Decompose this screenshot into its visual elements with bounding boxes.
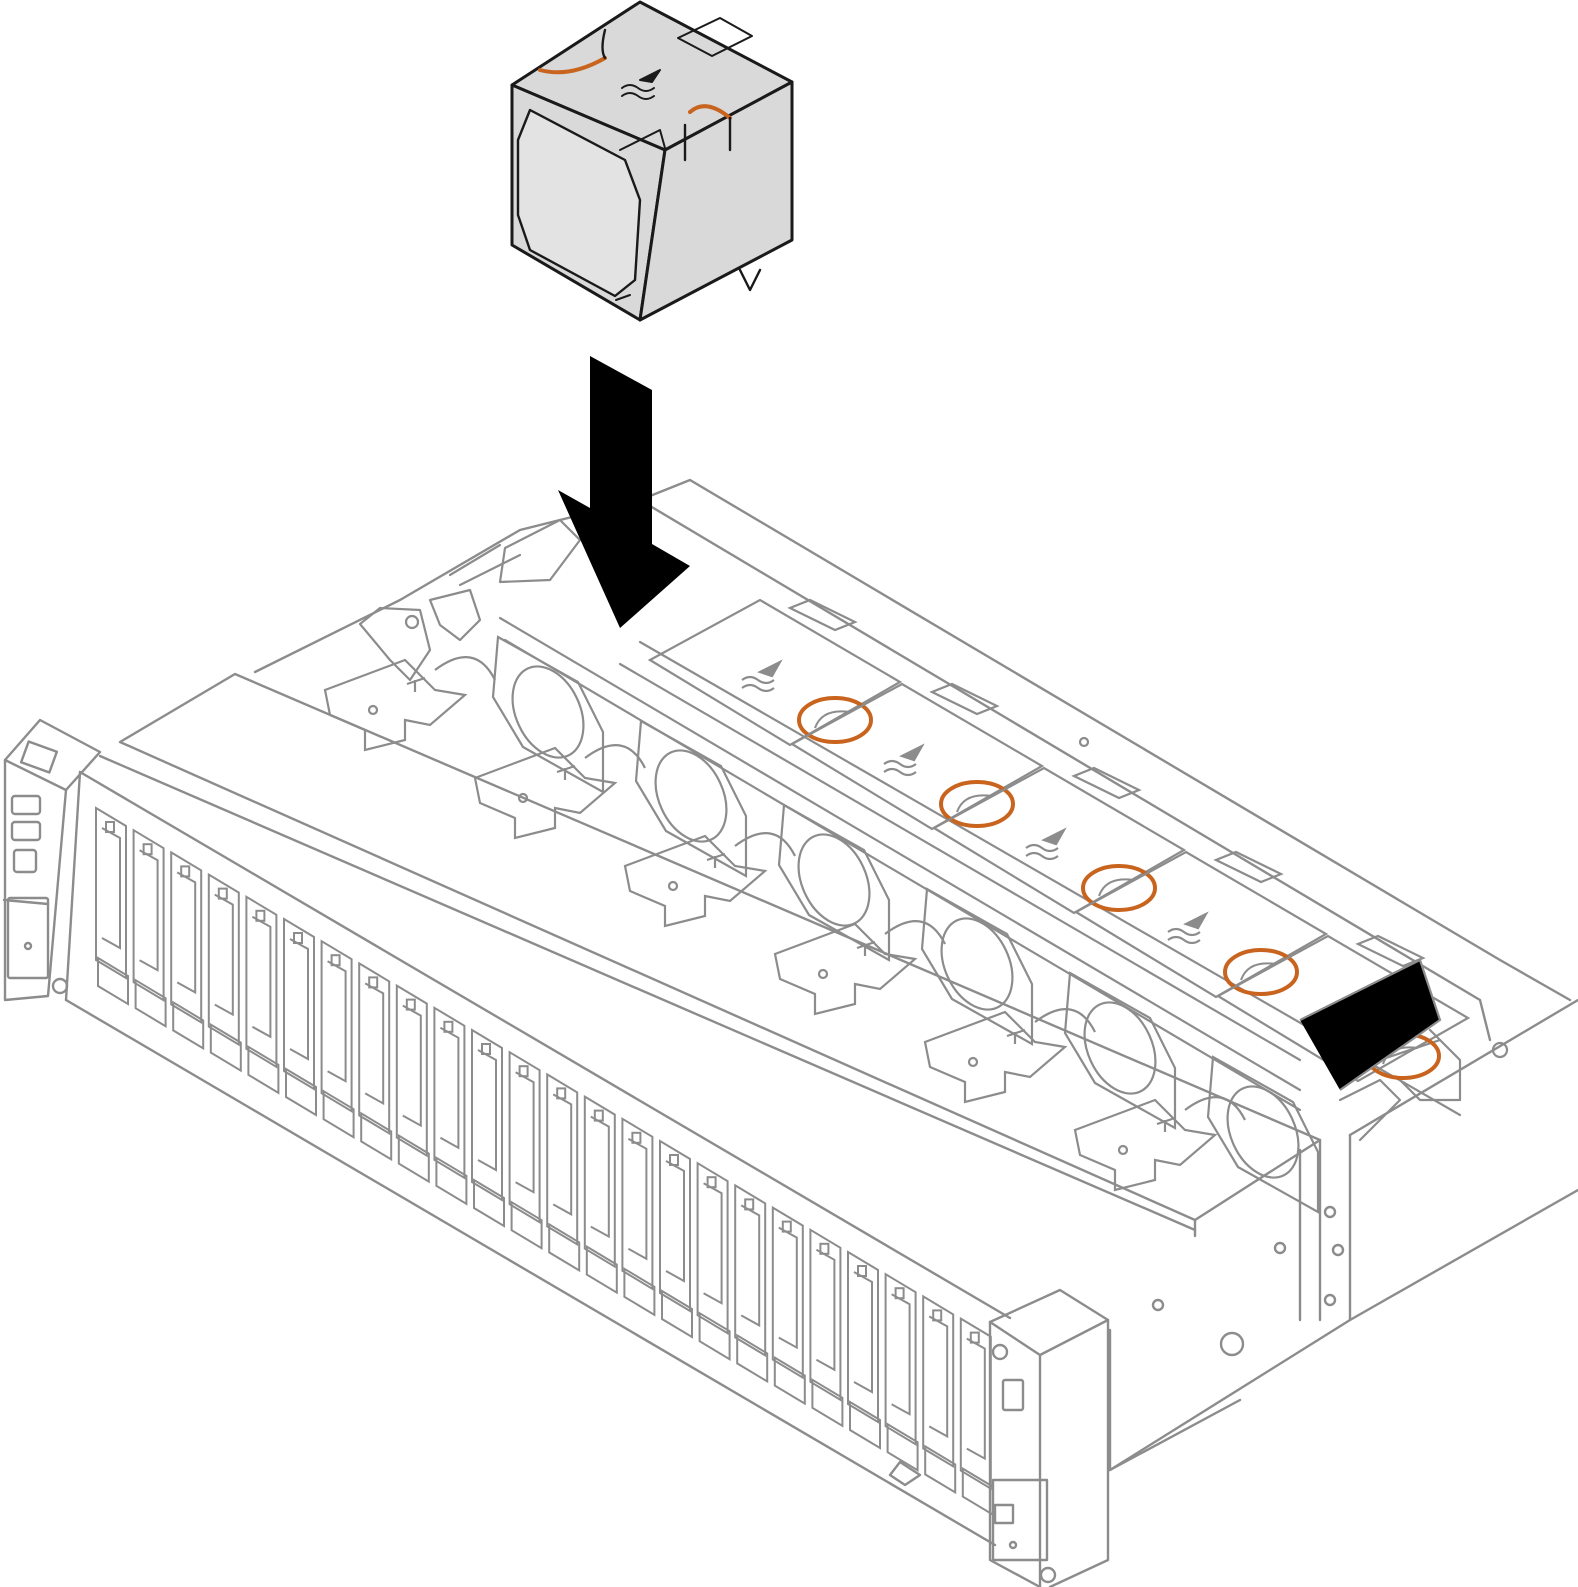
drive-bay-12[interactable]: [508, 1050, 543, 1250]
drive-bay-6[interactable]: [283, 917, 317, 1117]
server-chassis-icon: [2, 478, 1578, 1587]
drive-bay-8[interactable]: [358, 961, 393, 1162]
airflow-arrow-icon: [1025, 827, 1067, 861]
drive-bay-9[interactable]: [395, 983, 430, 1184]
fan-bracket-2: [473, 744, 646, 840]
fan-bracket-6: [1073, 1096, 1246, 1192]
drive-bay-5[interactable]: [245, 895, 280, 1095]
fan-bracket-1: [323, 656, 496, 752]
airflow-arrow-icon: [621, 69, 661, 100]
installed-fan-1: [323, 635, 605, 794]
drive-bay-23[interactable]: [922, 1294, 957, 1495]
installed-fan-4: [773, 887, 1034, 1046]
drive-bay-array: [95, 806, 994, 1517]
release-latch-icon[interactable]: [939, 780, 1015, 828]
fan-module-top-1: [647, 598, 903, 747]
drive-bay-22[interactable]: [884, 1272, 919, 1472]
release-latch-icon[interactable]: [1223, 948, 1299, 996]
airflow-arrow-icon: [883, 743, 925, 777]
drive-bay-24[interactable]: [959, 1316, 994, 1517]
drive-bay-10[interactable]: [433, 1006, 468, 1206]
drive-bay-19[interactable]: [771, 1205, 806, 1406]
drive-bay-13[interactable]: [546, 1072, 581, 1273]
drive-bay-21[interactable]: [847, 1250, 881, 1450]
drive-bay-3[interactable]: [170, 850, 205, 1051]
fan-bracket-3: [623, 832, 796, 928]
fan-module-icon: [510, 0, 794, 322]
drive-bay-4[interactable]: [207, 872, 242, 1073]
drive-bay-18[interactable]: [734, 1183, 769, 1384]
fan-module-top-2: [789, 682, 1045, 831]
drive-bay-11[interactable]: [471, 1028, 505, 1228]
installed-fan-2: [473, 719, 748, 878]
drive-bay-16[interactable]: [659, 1139, 693, 1339]
install-arrow-icon: [558, 356, 690, 628]
drive-bay-17[interactable]: [696, 1161, 731, 1361]
installed-fan-6: [1073, 1055, 1320, 1214]
drive-bay-2[interactable]: [132, 828, 167, 1028]
release-latch-icon[interactable]: [1081, 864, 1157, 912]
release-latch-icon[interactable]: [797, 696, 873, 744]
installed-fan-3: [623, 803, 891, 962]
fan-module-top-row: [647, 598, 1471, 1091]
drive-bay-7[interactable]: [320, 939, 355, 1139]
drive-bay-14[interactable]: [583, 1094, 618, 1295]
airflow-arrow-icon: [1167, 911, 1209, 945]
drive-bay-15[interactable]: [621, 1117, 656, 1317]
installed-fan-row: [323, 635, 1320, 1214]
fan-bracket-4: [773, 920, 946, 1016]
airflow-arrow-icon: [741, 659, 783, 693]
fan-module-top-4: [1073, 850, 1329, 999]
drive-bay-1[interactable]: [95, 806, 129, 1006]
fan-bracket-5: [923, 1008, 1096, 1104]
drive-bay-20[interactable]: [809, 1228, 844, 1428]
installed-fan-5: [923, 971, 1177, 1130]
fan-module-top-3: [931, 766, 1187, 915]
